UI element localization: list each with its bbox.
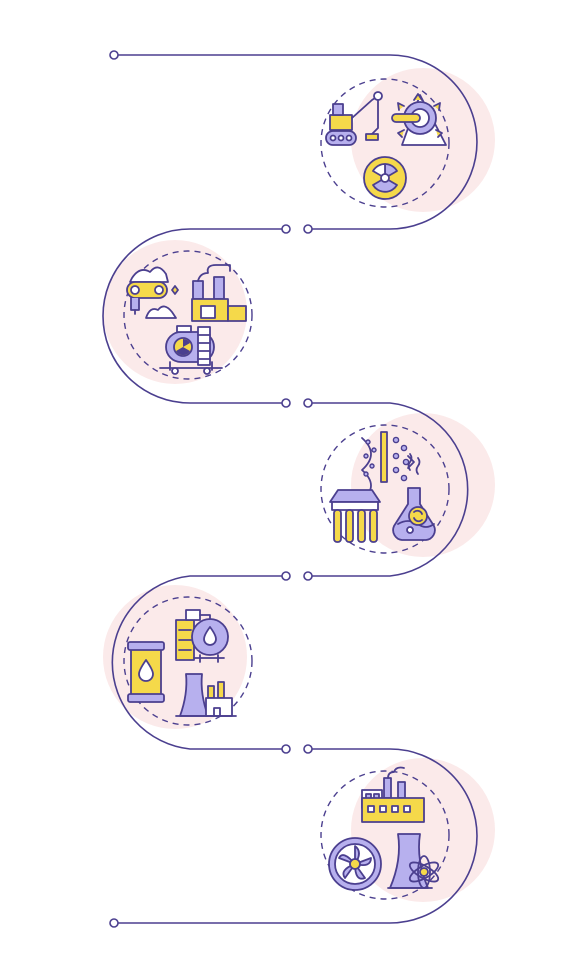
power-plant-icon — [175, 673, 237, 717]
connector-dot — [281, 744, 291, 754]
start-dot — [109, 50, 119, 60]
background-blobs — [103, 68, 495, 902]
radioactive-tank-car-icon — [159, 325, 223, 375]
connector-dot — [303, 398, 313, 408]
connector-dots — [109, 50, 313, 928]
connector-dot — [281, 224, 291, 234]
bucket-wheel-icon — [391, 93, 447, 146]
oil-barrel-icon — [127, 641, 165, 703]
radiation-icon — [363, 156, 407, 200]
connector-dot — [303, 571, 313, 581]
centrifuge-icon — [329, 489, 381, 543]
end-dot — [109, 918, 119, 928]
connector-dot — [303, 224, 313, 234]
connector-dot — [281, 571, 291, 581]
nuclear-plant-icon — [387, 833, 440, 889]
dashed-rings — [123, 78, 450, 900]
fuel-tank-icon — [175, 609, 229, 663]
factory-icon — [361, 766, 425, 823]
turbine-fan-icon — [328, 837, 382, 891]
chemical-flask-icon — [392, 453, 436, 541]
connector-dot — [281, 398, 291, 408]
excavator-icon — [325, 91, 383, 146]
ore-crusher-icon — [126, 266, 179, 319]
mill-factory-icon — [191, 264, 247, 322]
connector-dot — [303, 744, 313, 754]
timeline-path — [102, 54, 478, 924]
molecular-filter-icon — [361, 431, 415, 501]
